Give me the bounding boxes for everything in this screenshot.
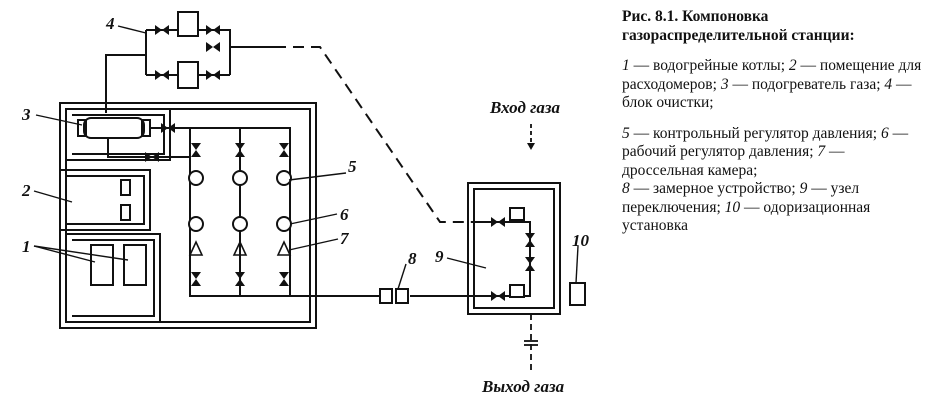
legend-num: 7 [817,143,826,160]
label-9: 9 [435,247,444,266]
switching-node [467,182,561,315]
legend-group-1: 1 — водогрейные котлы; 2 — помещение для… [622,57,922,113]
meter-device-top [120,179,131,196]
legend-num: 2 [788,57,797,74]
legend-num: 10 [724,198,741,216]
legend-group-2: 5 — контрольный регулятор давления; 6 — … [622,125,922,181]
legend-text: — рабочий регулятор давления; [622,124,909,161]
figure-caption: Рис. 8.1. Компоновка газораспределительн… [622,8,922,236]
purification-unit [105,11,275,113]
dashed-gas-line [275,46,480,223]
legend-num: 6 [881,124,889,142]
leader-lines [33,25,579,290]
label-8: 8 [408,249,417,268]
legend-text: — помещение для расходомеров; [622,57,922,93]
building-walls [59,102,317,329]
boiler-b [123,244,147,286]
legend-group-3: 8 — замерное устройство; 9 — узел перекл… [622,180,922,236]
legend-text: — узел переключения; [622,180,860,216]
label-2: 2 [21,181,31,200]
odorization-unit [569,282,586,306]
legend-num: 1 [622,57,630,74]
legend-text: — контрольный регулятор давления; [629,124,881,142]
label-10: 10 [572,231,590,250]
legend-text: — одоризационная установка [622,198,871,235]
legend-text: — блок очистки; [622,75,912,112]
metering-device [379,288,409,304]
legend-text: — подогреватель газа; [728,75,885,93]
gas-inlet-label: Вход газа [489,98,561,117]
boiler-a [90,244,114,286]
legend-num: 5 [622,124,630,142]
gas-flow-arrows [524,124,538,372]
label-1: 1 [22,237,31,256]
legend-text: — водогрейные котлы; [629,57,789,74]
regulator-valves [188,143,292,286]
meter-room [60,169,151,231]
gas-outlet-label: Выход газа [481,377,565,396]
label-4: 4 [105,14,115,33]
label-5: 5 [348,157,357,176]
regulator-lines [188,127,480,297]
legend-num: 4 [884,75,893,93]
meter-device-bottom [120,204,131,221]
boiler-room [66,233,161,322]
legend-text: — замерное устройство; [629,180,800,197]
figure-title: Рис. 8.1. Компоновка газораспределительн… [622,8,855,44]
label-7: 7 [340,229,350,248]
legend-num: 9 [799,180,808,197]
heater-room [66,108,171,161]
label-6: 6 [340,205,349,224]
label-3: 3 [21,105,31,124]
station-layout-diagram: Вход газа Выход газа 4 3 2 1 5 6 7 8 9 1… [21,11,590,396]
legend-num: 3 [720,75,729,93]
legend-text: — дроссельная камера; [622,143,845,179]
legend-num: 8 [622,180,630,197]
gas-heater [77,117,190,158]
